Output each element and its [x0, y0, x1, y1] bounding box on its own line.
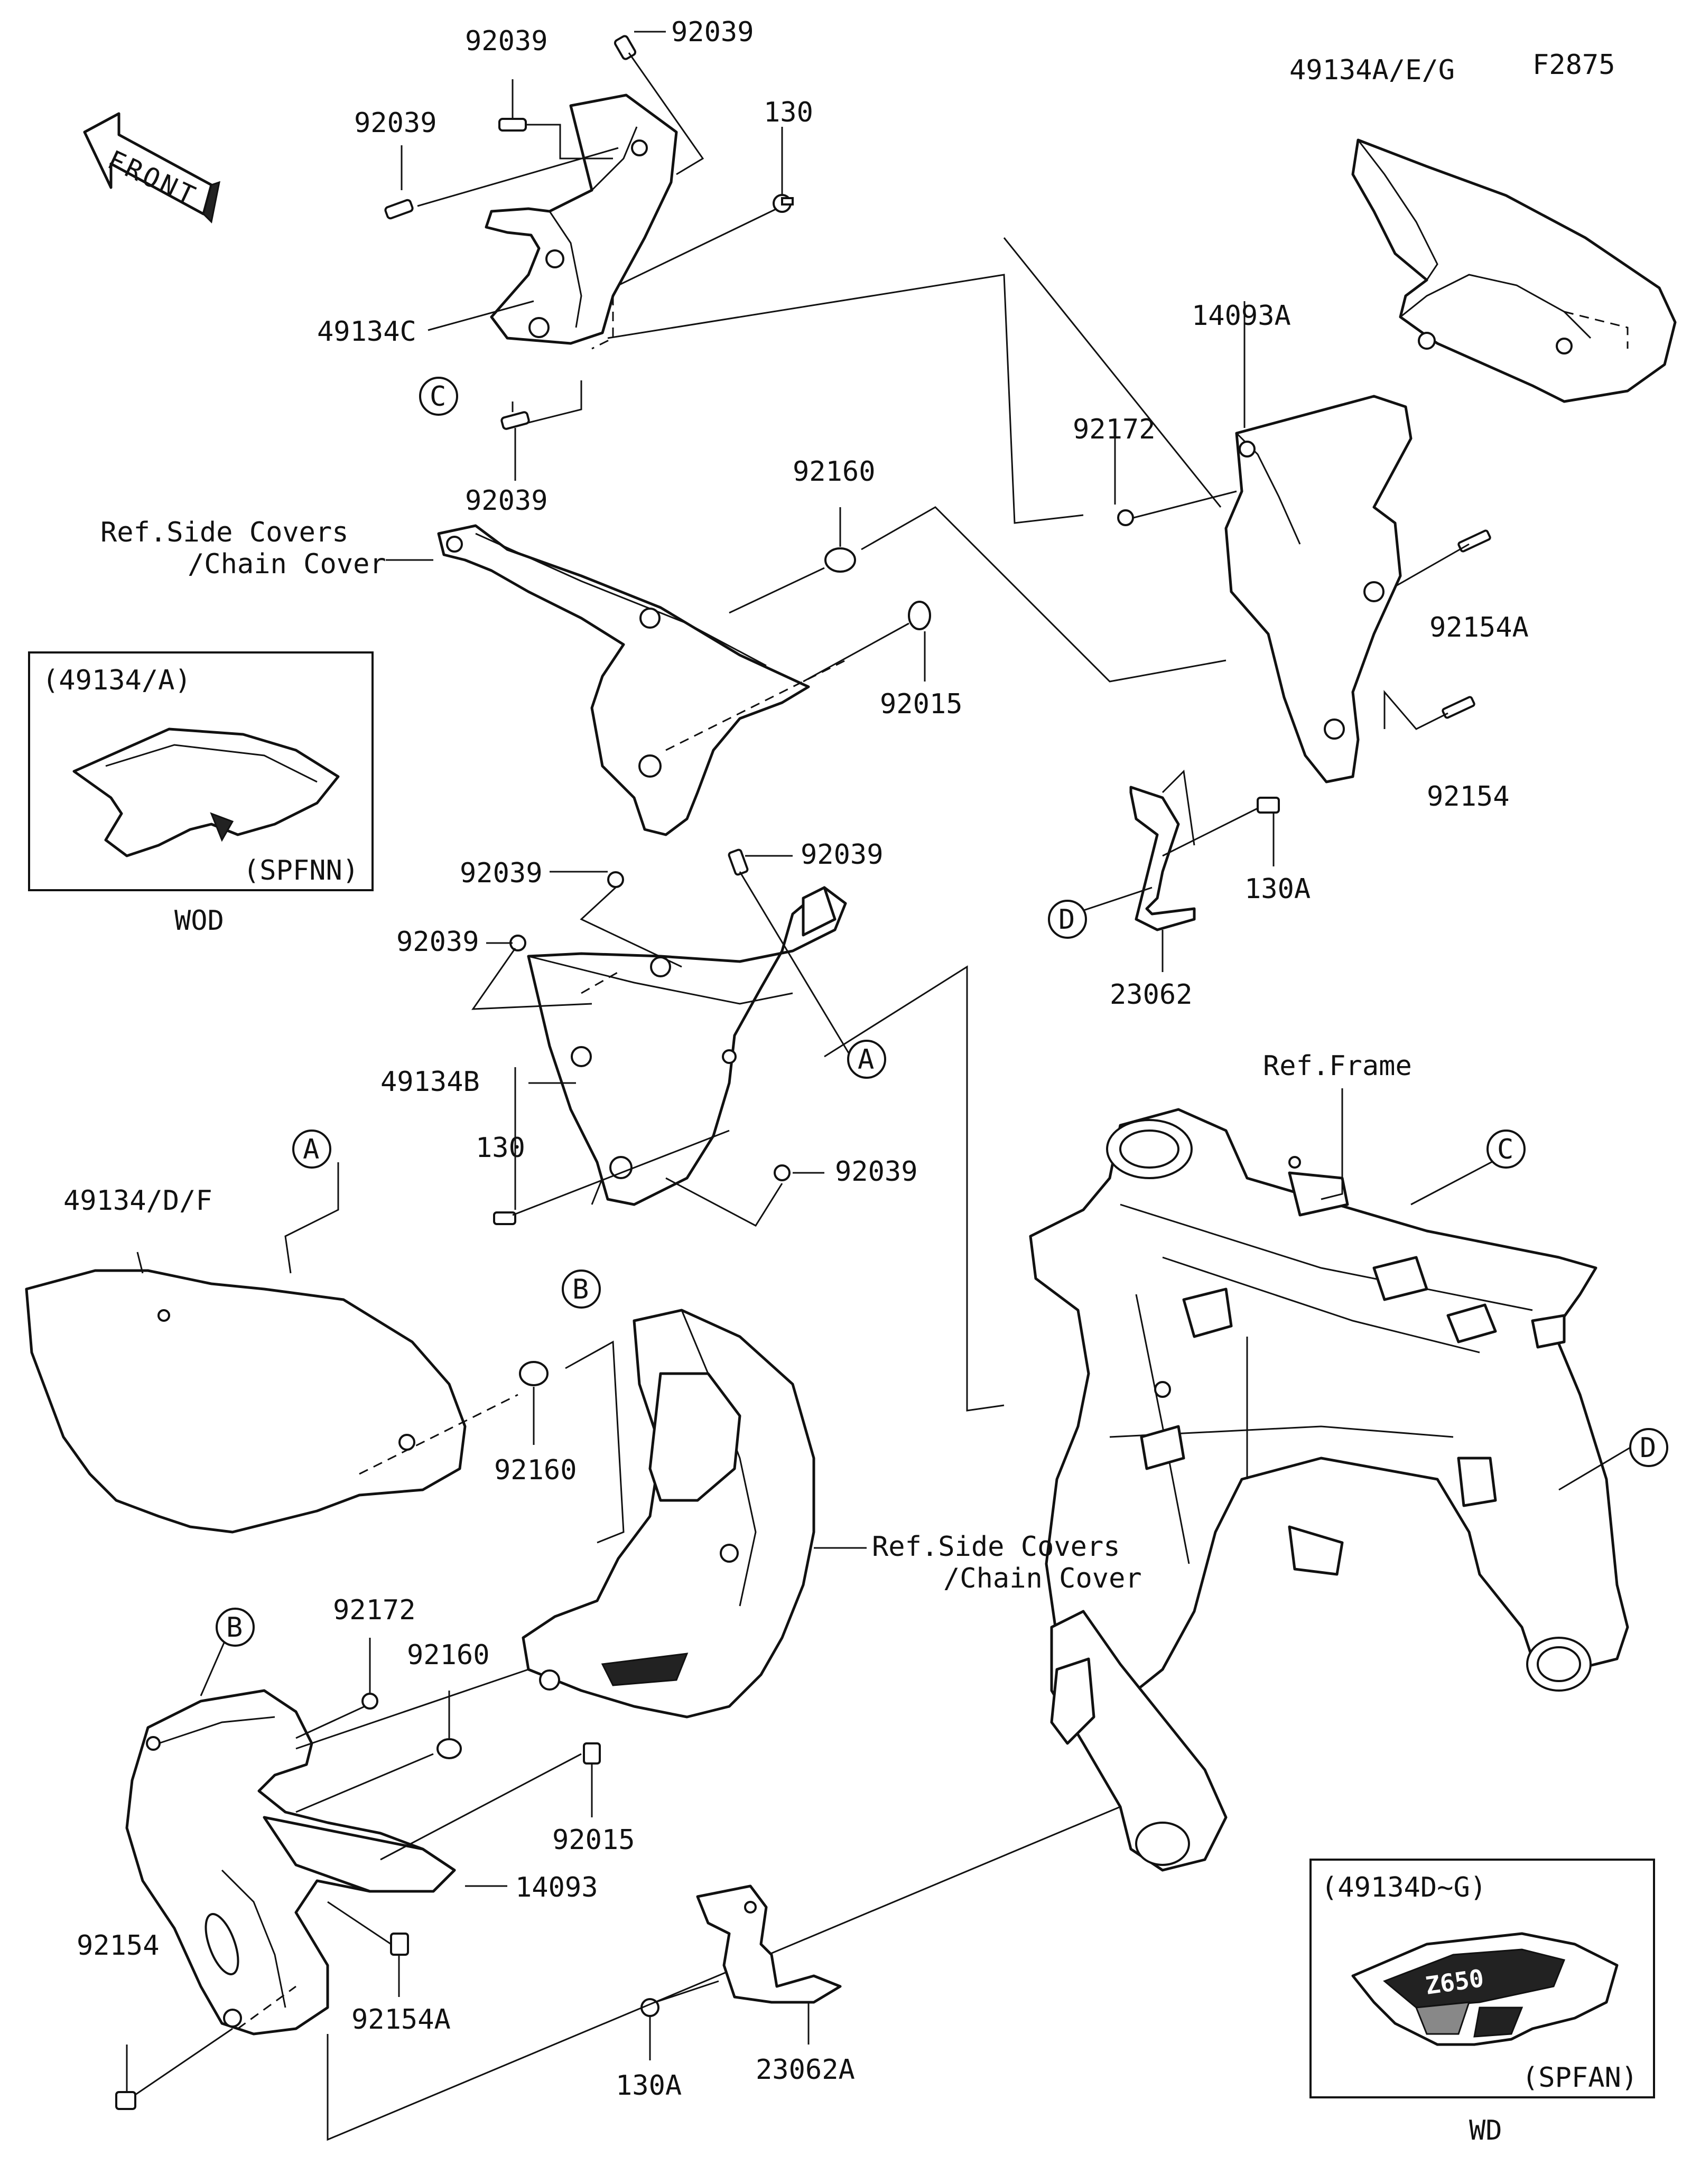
clip-fastener-icon — [493, 848, 791, 1225]
part-label-92039-h: 92039 — [835, 1156, 918, 1188]
callout-a-left — [292, 1130, 331, 1169]
callout-b-lower-label: B — [226, 1612, 243, 1644]
part-label-130a-a: 130A — [1244, 873, 1311, 905]
grommet-icon — [519, 1361, 549, 1386]
callout-d-upper — [1048, 900, 1087, 939]
reference-labels: Ref.Side Covers /Chain Cover Ref.Side Co… — [100, 517, 1412, 1594]
callout-b-middle-label: B — [572, 1274, 589, 1305]
part-label-92160-b: 92160 — [494, 1454, 577, 1486]
callout-d-frame — [1629, 1428, 1668, 1467]
part-label-92039-b: 92039 — [671, 16, 754, 48]
callout-d-frame-label: D — [1640, 1432, 1656, 1464]
side-cover-49134df-part — [25, 1269, 518, 1534]
ref-chain-cover-upper-label: /Chain Cover — [188, 548, 386, 580]
inset-right-code: (SPFAN) — [1522, 2062, 1638, 2094]
side-cover-reference-lower — [522, 1309, 815, 1719]
part-label-92160-a: 92160 — [793, 456, 876, 488]
fastener-icon — [115, 1693, 659, 2110]
part-number-labels: 92039 92039 92039 130 49134C 92039 49134… — [63, 16, 1529, 2102]
callout-a-middle-label: A — [858, 1044, 874, 1076]
callout-c-upper-label: C — [430, 381, 446, 413]
callout-a-middle — [847, 1040, 886, 1079]
ref-side-covers-upper-label: Ref.Side Covers — [100, 517, 349, 548]
callout-d-upper-label: D — [1058, 904, 1075, 936]
bracket-23062a-part — [696, 1884, 842, 2004]
part-label-92160-c: 92160 — [407, 1639, 490, 1671]
inset-left-caption: WOD — [174, 905, 224, 937]
grommet-icon — [824, 547, 931, 630]
part-label-92039-c: 92039 — [354, 107, 437, 139]
inset-left-title: (49134/A) — [42, 665, 191, 696]
part-label-92154a-b: 92154A — [351, 2004, 451, 2036]
upper-left-cover-part — [485, 94, 678, 350]
bracket-23062-part — [1129, 786, 1196, 931]
callout-b-lower — [216, 1608, 255, 1647]
part-label-92172-a: 92172 — [1073, 414, 1156, 445]
part-label-92015-a: 92015 — [880, 688, 963, 720]
part-label-92172-b: 92172 — [333, 1594, 416, 1626]
bracket-14093a-part — [1117, 395, 1413, 783]
clip-fastener-icon — [384, 35, 794, 430]
ref-frame-label: Ref.Frame — [1263, 1050, 1412, 1082]
part-label-92039-f: 92039 — [801, 839, 884, 871]
inset-labels: (49134/A) (SPFNN) WOD (49134D~G) (SPFAN)… — [42, 665, 1638, 2146]
callout-b-middle — [562, 1270, 601, 1309]
frame-reference — [1029, 1108, 1629, 1872]
callout-c-frame-label: C — [1497, 1134, 1513, 1165]
inset-panel-wd: Z650 — [1309, 1859, 1655, 2098]
part-label-49134b: 49134B — [380, 1066, 480, 1098]
ref-chain-cover-lower-label: /Chain Cover — [943, 1563, 1142, 1594]
callout-c-frame — [1486, 1130, 1526, 1169]
callout-c-upper — [419, 377, 458, 416]
part-label-14093a: 14093A — [1192, 300, 1291, 332]
part-label-130-b: 130 — [476, 1132, 525, 1164]
part-label-92154a-a: 92154A — [1429, 612, 1529, 643]
inset-right-title: (49134D~G) — [1321, 1872, 1486, 1903]
callout-a-left-label: A — [303, 1134, 319, 1165]
upper-right-cover-part — [1351, 138, 1677, 403]
part-label-23062a: 23062A — [756, 2054, 855, 2086]
part-label-92039-a: 92039 — [465, 25, 548, 57]
inset-left-code: (SPFNN) — [243, 855, 359, 886]
part-label-130a-b: 130A — [616, 2070, 682, 2102]
part-label-49134aeg: 49134A/E/G — [1289, 54, 1455, 86]
part-label-92015-b: 92015 — [552, 1824, 635, 1856]
callout-markers: C C D D A A B B — [216, 377, 1668, 1647]
lower-cover-part — [125, 1689, 456, 2036]
part-label-23062: 23062 — [1110, 979, 1193, 1011]
inset-panel-wod — [28, 651, 374, 891]
part-label-92039-d: 92039 — [465, 485, 548, 517]
part-label-92154-a: 92154 — [1427, 781, 1510, 813]
part-label-92039-g: 92039 — [396, 926, 479, 958]
ref-side-covers-lower-label: Ref.Side Covers — [872, 1531, 1120, 1563]
middle-cover-49134b-part — [527, 886, 847, 1206]
inset-right-caption: WD — [1469, 2115, 1502, 2146]
part-label-92154-b: 92154 — [77, 1930, 160, 1962]
part-label-49134df: 49134/D/F — [63, 1185, 212, 1217]
figure-code: F2875 — [1532, 49, 1615, 81]
part-label-130: 130 — [764, 97, 813, 128]
part-label-49134c: 49134C — [317, 316, 416, 348]
part-label-92039-e: 92039 — [460, 857, 543, 889]
part-label-14093: 14093 — [515, 1872, 598, 1903]
side-cover-reference-upper — [437, 524, 846, 836]
front-direction-arrow-icon: FRONT — [83, 112, 220, 224]
